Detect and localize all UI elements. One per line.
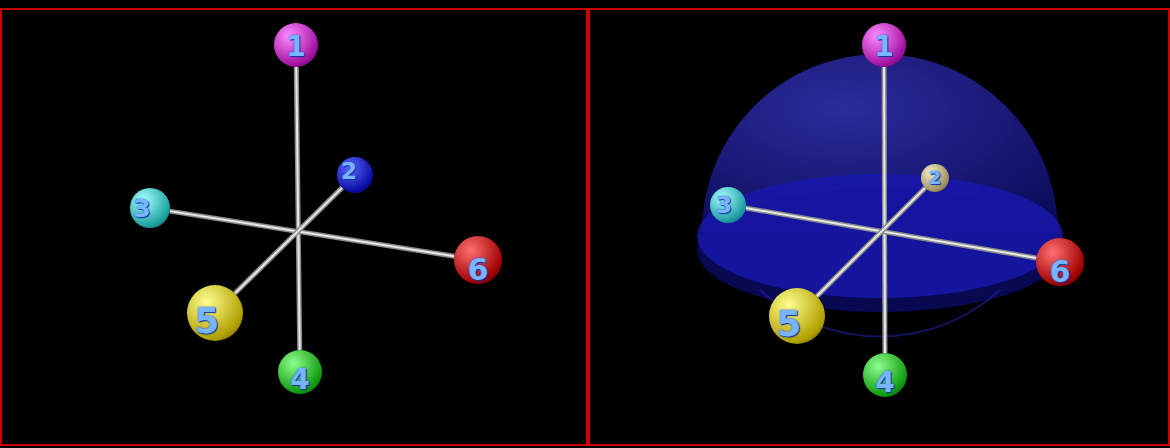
atom-number: 2 — [341, 160, 357, 183]
atom-sphere: 1 — [862, 23, 906, 67]
bond-rod — [746, 208, 1037, 258]
atom-number: 5 — [195, 304, 219, 339]
atom-number: 6 — [1050, 257, 1071, 287]
atom-sphere: 4 — [863, 353, 907, 397]
bond-rod — [235, 188, 342, 294]
atom-sphere: 3 — [710, 187, 746, 223]
atom-sphere: 2 — [337, 157, 373, 193]
atom-number: 1 — [874, 33, 893, 61]
atom-sphere: 2 — [921, 164, 949, 192]
atom-number: 3 — [133, 196, 150, 221]
atom-sphere: 1 — [274, 23, 318, 67]
atom-number: 3 — [716, 194, 732, 217]
bond-rod — [884, 67, 886, 353]
equatorial-disk — [697, 174, 1063, 298]
atom-number: 4 — [290, 366, 309, 394]
atom-sphere: 5 — [769, 288, 825, 344]
atom-number: 6 — [468, 255, 489, 285]
bond-rod — [817, 188, 925, 296]
atom-number: 1 — [286, 33, 305, 61]
atom-number: 2 — [929, 169, 942, 187]
atom-sphere: 3 — [130, 188, 170, 228]
atom-number: 4 — [875, 369, 894, 397]
atom-number: 5 — [777, 307, 801, 342]
atom-sphere: 5 — [187, 285, 243, 341]
atom-sphere: 4 — [278, 350, 322, 394]
bond-rod — [296, 67, 299, 350]
atom-sphere: 6 — [454, 236, 502, 284]
atom-sphere: 6 — [1036, 238, 1084, 286]
